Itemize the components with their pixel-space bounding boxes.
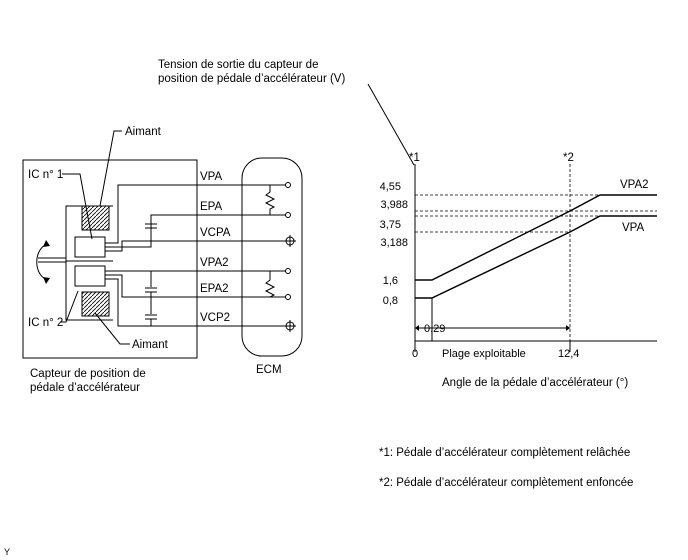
terminal-vpa: VPA xyxy=(200,171,222,183)
circuit-diagram xyxy=(22,130,303,359)
ic2-leader xyxy=(60,290,79,323)
note-1: *1: Pédale d’accélérateur complètement r… xyxy=(379,447,630,459)
terminal-epa2: EPA2 xyxy=(200,283,229,295)
magnet-top xyxy=(81,205,110,231)
chart-series xyxy=(415,194,657,299)
x-tick-12-4: 12,4 xyxy=(558,348,579,360)
magnet-top-label: Aimant xyxy=(125,126,162,138)
notes: *1: Pédale d’accélérateur complètement r… xyxy=(379,447,633,489)
ic1-chip xyxy=(74,236,106,258)
terminal-vcp2: VCP2 xyxy=(200,312,230,324)
corner-mark: Y xyxy=(4,547,10,557)
x-tick-0-29: 0,29 xyxy=(424,323,445,335)
terminal-vcpa: VCPA xyxy=(200,227,231,239)
series-label-vpa2: VPA2 xyxy=(620,179,649,191)
y-title-line1: Tension de sortie du capteur de xyxy=(158,59,318,71)
y-title-line2: position de pédale d’accélérateur (V) xyxy=(158,73,345,85)
range-label: Plage exploitable xyxy=(442,348,526,360)
series-line-vpa2 xyxy=(415,194,657,281)
circuit-labels: Aimant IC n° 1 IC n° 2 Aimant VPA EPA VC… xyxy=(28,126,282,394)
ic2-chip xyxy=(74,265,106,287)
magnet-bottom xyxy=(81,291,110,317)
range-indicator xyxy=(414,298,571,352)
x-title: Angle de la pédale d’accélérateur (°) xyxy=(442,377,628,389)
series-label-vpa: VPA xyxy=(622,222,644,234)
magnet-bottom-leader xyxy=(94,312,130,345)
sensor-caption-line2: pédale d’accélérateur xyxy=(30,382,140,394)
terminal-vpa2: VPA2 xyxy=(200,257,229,269)
ic1-leader xyxy=(62,173,93,240)
series-line-vpa xyxy=(415,215,657,299)
terminal-epa: EPA xyxy=(200,201,222,213)
ecm-label: ECM xyxy=(256,364,282,376)
y-tick-3-75: 3,75 xyxy=(380,219,401,231)
x-tick-0: 0 xyxy=(412,348,418,360)
y-title-leader xyxy=(367,83,415,166)
marker-1: *1 xyxy=(409,152,420,164)
shaft xyxy=(38,257,66,263)
note-2: *2: Pédale d’accélérateur complètement e… xyxy=(379,477,633,489)
chart-axes xyxy=(367,83,657,342)
sensor-box xyxy=(22,159,198,359)
ecm-box xyxy=(241,157,303,357)
ic1-label: IC n° 1 xyxy=(28,169,63,181)
magnet-top-leader xyxy=(99,130,122,207)
y-tick-4-55: 4,55 xyxy=(380,181,401,193)
sensor-caption-line1: Capteur de position de xyxy=(30,368,146,380)
y-tick-3-188: 3,188 xyxy=(380,237,408,249)
y-tick-0-8: 0,8 xyxy=(383,295,398,307)
y-tick-3-988: 3,988 xyxy=(380,199,408,211)
marker-2: *2 xyxy=(563,152,574,164)
ic2-label: IC n° 2 xyxy=(28,317,63,329)
magnet-bottom-label: Aimant xyxy=(132,339,169,351)
chart: Tension de sortie du capteur de position… xyxy=(158,59,657,389)
y-tick-1-6: 1,6 xyxy=(383,275,398,287)
